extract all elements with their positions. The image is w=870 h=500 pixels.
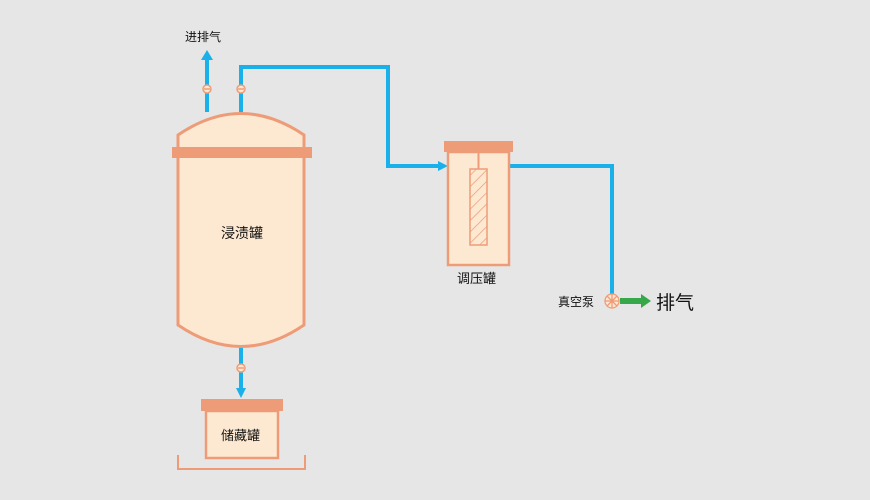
outlet-valve-icon — [236, 84, 246, 94]
pipe-regulator-to-pump — [509, 164, 614, 298]
base-platform — [177, 455, 306, 470]
vacuum-pump-label: 真空泵 — [558, 295, 594, 309]
drain-valve-icon — [236, 363, 246, 373]
exhaust-arrow-icon — [620, 294, 651, 308]
storage-inlet-arrow-icon — [236, 388, 246, 398]
pipe-tank-to-regulator — [239, 65, 440, 168]
storage-tank-label: 储藏罐 — [221, 429, 260, 444]
vent-arrow-icon — [201, 50, 213, 60]
vent-label: 进排气 — [185, 29, 221, 44]
impregnation-tank-label: 浸渍罐 — [221, 226, 263, 242]
regulator-inlet-arrow-icon — [438, 161, 448, 171]
vent-valve-icon — [202, 84, 212, 94]
regulator-filter — [469, 168, 488, 246]
impregnation-tank-flange — [172, 147, 312, 158]
exhaust-label: 排气 — [656, 292, 694, 314]
storage-tank — [201, 399, 283, 460]
regulator-tank-label: 调压罐 — [457, 272, 496, 287]
storage-tank-flange — [201, 399, 283, 411]
regulator-tank — [444, 141, 513, 267]
regulator-tank-flange — [444, 141, 513, 152]
vacuum-pump-icon — [604, 293, 620, 309]
impregnation-tank — [172, 112, 312, 348]
